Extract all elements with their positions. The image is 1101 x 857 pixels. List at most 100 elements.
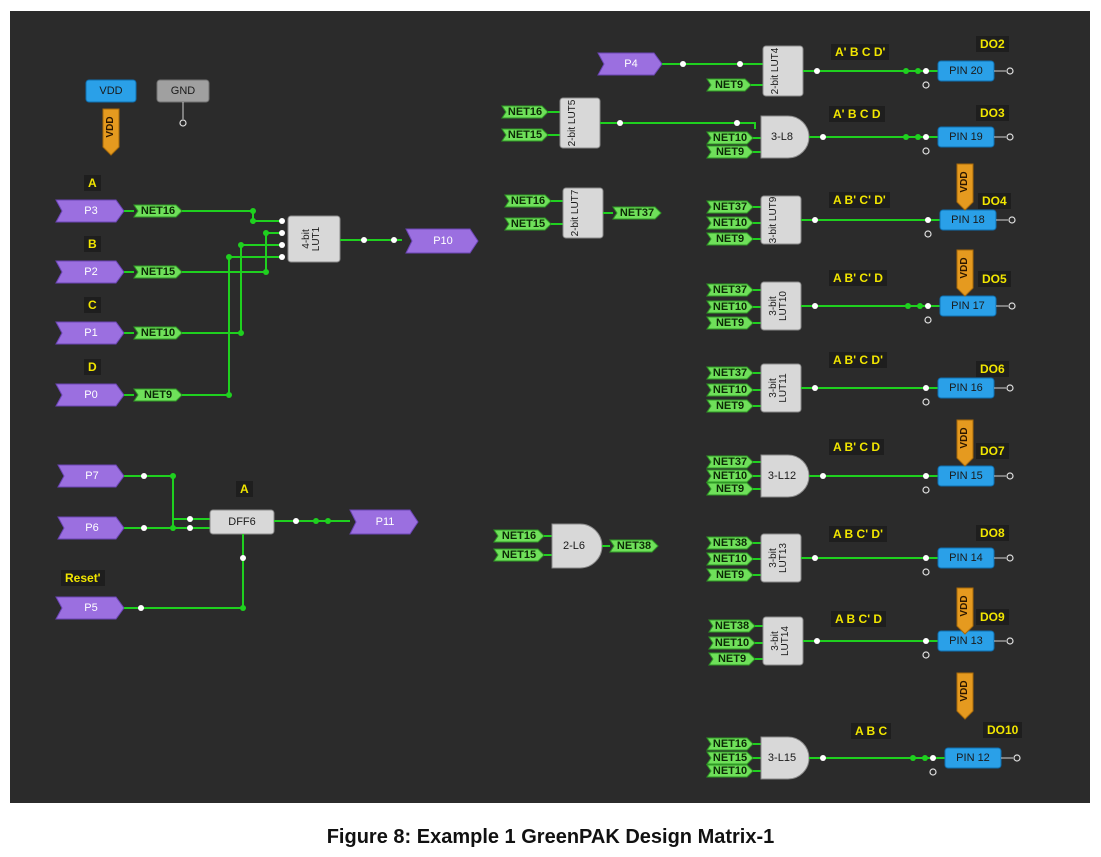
row4-net-net10 (706, 383, 754, 397)
pin-18-terminal (1008, 216, 1016, 224)
row-open-pin (922, 568, 930, 576)
junction-dot (238, 242, 244, 248)
junction-dot (226, 254, 232, 260)
row-open-pin (922, 81, 930, 89)
junction-dot (917, 303, 923, 309)
pin-18 (939, 209, 997, 231)
row5-net-net10 (706, 469, 754, 483)
pin-dot (812, 217, 818, 223)
figure-caption: Figure 8: Example 1 GreenPAK Design Matr… (326, 826, 775, 848)
pin-dot (820, 134, 826, 140)
junction-dot (915, 68, 921, 74)
pin-dot (617, 120, 623, 126)
output-pin-p11 (349, 509, 419, 535)
input-pin-p3 (55, 199, 125, 223)
2-bit-lut4-block (762, 45, 804, 97)
row2-net-net10 (706, 216, 754, 230)
row6-net-net9 (706, 568, 754, 582)
vdd-tag-2 (956, 419, 974, 467)
row6-net-net10 (706, 552, 754, 566)
pin-dot (737, 61, 743, 67)
junction-dot (250, 218, 256, 224)
row4-net-net37 (706, 366, 754, 380)
net-tag-net9 (133, 388, 183, 402)
row4-net-net9 (706, 399, 754, 413)
pin-dot (141, 473, 147, 479)
row-open-pin (924, 316, 932, 324)
row8-net-net15 (706, 751, 754, 765)
pin-16 (937, 377, 995, 399)
pin-16-terminal (1006, 384, 1014, 392)
input-pin-p0 (55, 383, 125, 407)
pin-17-terminal (1008, 302, 1016, 310)
row5-net-net37 (706, 455, 754, 469)
3-l15-block (760, 736, 810, 780)
junction-dot (313, 518, 319, 524)
lut1-input-0 (279, 218, 285, 224)
pin-dot (923, 134, 929, 140)
pin-19 (937, 126, 995, 148)
pin-dot (923, 68, 929, 74)
lut7-net-net16 (504, 194, 552, 208)
pin-17 (939, 295, 997, 317)
pin-dot (925, 217, 931, 223)
lut7-block (562, 187, 604, 239)
schematic-svg (55, 45, 1021, 780)
pin-dot (812, 303, 818, 309)
pin-12-terminal (1013, 754, 1021, 762)
row-open-pin (922, 651, 930, 659)
pin-dot (187, 525, 193, 531)
pin-dot (138, 605, 144, 611)
net-tag-net15 (133, 265, 183, 279)
junction-dot (903, 134, 909, 140)
pin-dot (391, 237, 397, 243)
pin-dot (923, 638, 929, 644)
junction-dot (263, 230, 269, 236)
lut1-input-2 (279, 242, 285, 248)
row7-net-net10 (708, 636, 756, 650)
lut1-input-3 (279, 254, 285, 260)
junction-dot (910, 755, 916, 761)
l6-net-net15 (493, 548, 545, 562)
row1-net-net9 (706, 145, 754, 159)
pin-dot (141, 525, 147, 531)
3-bit-lut14-block (762, 616, 804, 666)
l6-net-net38 (609, 539, 659, 553)
pin-dot (812, 555, 818, 561)
pin-13-terminal (1006, 637, 1014, 645)
row5-net-net9 (706, 482, 754, 496)
junction-dot (170, 473, 176, 479)
vdd-tag-4 (956, 672, 974, 720)
row2-net-net37 (706, 200, 754, 214)
row8-net-net16 (706, 737, 754, 751)
l6-gate (551, 523, 603, 569)
pin-15-terminal (1006, 472, 1014, 480)
input-pin-p5 (55, 596, 125, 620)
input-pin-p6 (57, 516, 125, 540)
lut7-net-net15 (504, 217, 552, 231)
vdd-source (85, 79, 137, 103)
vdd-tag-3 (956, 587, 974, 635)
input-pin-p1 (55, 321, 125, 345)
pin-dot (293, 518, 299, 524)
pin-dot (925, 303, 931, 309)
lut5-net-net16 (501, 105, 549, 119)
junction-dot (905, 303, 911, 309)
pin-dot (923, 385, 929, 391)
row3-net-net37 (706, 283, 754, 297)
3-l12-block (760, 454, 810, 498)
pin-13 (937, 630, 995, 652)
input-pin-p7 (57, 464, 125, 488)
dff6-block (209, 509, 275, 535)
lut5-block (559, 97, 601, 149)
pin-15 (937, 465, 995, 487)
vdd-tag-0 (956, 163, 974, 211)
pin-dot (820, 473, 826, 479)
gnd-source (156, 79, 210, 103)
pin-dot (361, 237, 367, 243)
junction-dot (915, 134, 921, 140)
pin-dot (923, 473, 929, 479)
row2-net-net9 (706, 232, 754, 246)
pin-19-terminal (1006, 133, 1014, 141)
